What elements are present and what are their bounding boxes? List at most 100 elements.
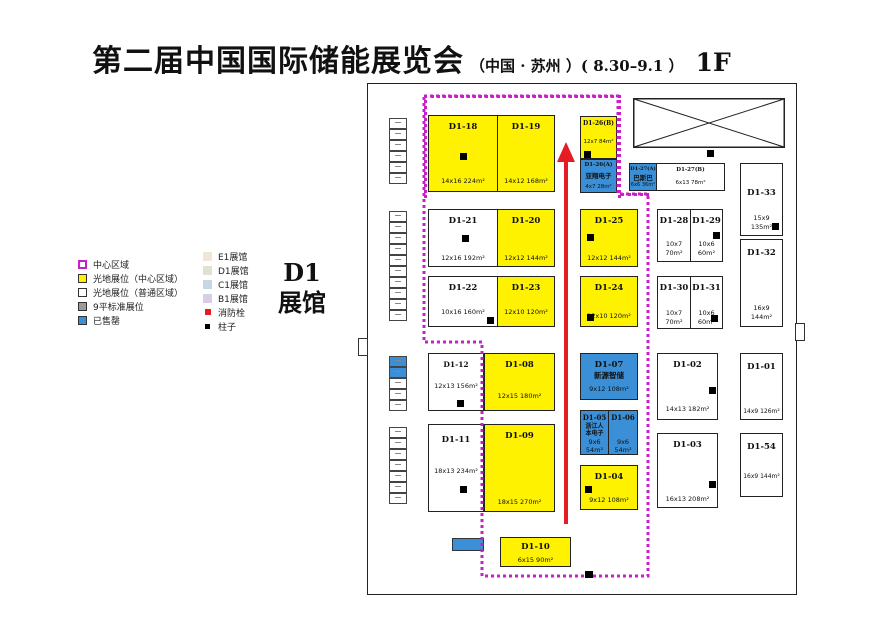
- standard-booth[interactable]: [389, 299, 407, 310]
- standard-booth[interactable]: [389, 460, 407, 471]
- standard-booth[interactable]: [389, 438, 407, 449]
- standard-booth-sold[interactable]: [389, 356, 407, 367]
- standard-booth[interactable]: [389, 129, 407, 140]
- booth-d1-54[interactable]: D1-54 16x9 144m²: [740, 433, 783, 497]
- booth-d1-09[interactable]: D1-09 18x15 270m²: [484, 424, 555, 512]
- pillar-icon: [457, 400, 464, 407]
- booth-d1-23[interactable]: D1-23 12x10 120m²: [497, 276, 555, 327]
- b1-swatch-icon: [203, 293, 212, 303]
- booth-size-area: 70m²: [665, 318, 683, 326]
- booth-d1-08[interactable]: D1-08 12x15 180m²: [484, 353, 555, 411]
- booth-d1-07[interactable]: D1-07 新源智储 9x12 108m²: [580, 353, 638, 400]
- standard-booth[interactable]: [389, 140, 407, 151]
- standard-booth[interactable]: [389, 233, 407, 244]
- booth-d1-06[interactable]: D1-06 9x6 54m²: [608, 410, 638, 455]
- booth-d1-20[interactable]: D1-20 12x12 144m²: [497, 209, 555, 267]
- standard-booth[interactable]: [389, 211, 407, 222]
- booth-company: 巴斯巴: [633, 174, 653, 182]
- legend-item: D1展馆: [203, 263, 249, 277]
- booth-id: D1-10: [521, 542, 550, 552]
- standard-booth[interactable]: [389, 266, 407, 277]
- grey-swatch-icon: [78, 301, 87, 311]
- standard-booth[interactable]: [389, 118, 407, 129]
- booth-id: D1-29: [692, 216, 721, 226]
- hall-label: D1 展馆: [278, 258, 326, 318]
- booth-size: 14x12 168m²: [504, 177, 548, 185]
- booth-size: 6x13 78m²: [675, 180, 706, 186]
- legend-label: 光地展位（中心区域）: [93, 274, 184, 285]
- standard-booth[interactable]: [389, 255, 407, 266]
- standard-booth[interactable]: [389, 471, 407, 482]
- standard-booth[interactable]: [389, 310, 407, 321]
- booth-d1-29[interactable]: D1-29 10x6 60m²: [690, 209, 723, 262]
- booth-d1-31[interactable]: D1-31 10x6 60m²: [690, 276, 723, 329]
- standard-booth[interactable]: [389, 482, 407, 493]
- standard-booth[interactable]: [389, 389, 407, 400]
- title-floor: 1F: [695, 48, 731, 77]
- booth-d1-10[interactable]: D1-10 6x15 90m²: [500, 537, 571, 567]
- standard-booth[interactable]: [389, 244, 407, 255]
- legend-label: 已售罄: [93, 316, 121, 327]
- booth-d1-32[interactable]: D1-32 16x9 144m²: [740, 239, 783, 327]
- booth-id: D1-23: [511, 283, 541, 293]
- booth-d1-26b[interactable]: D1-26(B) 12x7 84m²: [580, 116, 617, 159]
- standard-booth[interactable]: [389, 277, 407, 288]
- standard-booth[interactable]: [389, 222, 407, 233]
- booth-d1-12[interactable]: D1-12 12x13 156m²: [428, 353, 484, 411]
- legend-item: 柱子: [203, 319, 249, 333]
- booth-d1-27b[interactable]: D1-27(B) 6x13 78m²: [656, 163, 725, 191]
- booth-d1-25[interactable]: D1-25 12x12 144m²: [580, 209, 638, 267]
- booth-size-area: 54m²: [585, 446, 604, 454]
- booth-id: D1-27(A): [630, 166, 656, 172]
- booth-d1-26a[interactable]: D1-26(A) 亚翔电子 4x7 28m²: [580, 159, 617, 193]
- main-aisle-arrow-icon: [557, 142, 575, 524]
- booth-d1-19[interactable]: D1-19 14x12 168m²: [497, 115, 555, 192]
- legend-label: D1展馆: [218, 266, 249, 277]
- booth-d1-01[interactable]: D1-01 14x9 126m²: [740, 353, 783, 420]
- booth-size-area: 135m²: [750, 223, 773, 231]
- booth-size: 12x12 144m²: [587, 254, 631, 262]
- legend-item: C1展馆: [203, 277, 249, 291]
- booth-size-dim: 15x9: [753, 214, 770, 222]
- booth-size: 14x9 126m²: [743, 408, 780, 415]
- booth-d1-02[interactable]: D1-02 14x13 182m²: [657, 353, 718, 420]
- standard-booth[interactable]: [389, 400, 407, 411]
- booth-d1-22[interactable]: D1-22 10x16 160m²: [428, 276, 498, 327]
- booth-d1-33[interactable]: D1-33 15x9 135m²: [740, 163, 783, 236]
- booth-d1-30[interactable]: D1-30 10x7 70m²: [657, 276, 691, 329]
- booth-d1-24[interactable]: D1-24 12x10 120m²: [580, 276, 638, 327]
- standard-booth[interactable]: [389, 378, 407, 389]
- standard-booth-sold[interactable]: [389, 367, 407, 378]
- booth-d1-18[interactable]: D1-18 14x16 224m²: [428, 115, 498, 192]
- booth-size: 12x16 192m²: [441, 254, 485, 262]
- booth-size: 16x13 208m²: [665, 495, 710, 503]
- booth-d1-28[interactable]: D1-28 10x7 70m²: [657, 209, 691, 262]
- booth-size: 14x16 224m²: [441, 177, 485, 185]
- standard-booth[interactable]: [389, 449, 407, 460]
- booth-size: 10x16 160m²: [441, 308, 485, 316]
- standard-booth[interactable]: [389, 288, 407, 299]
- standard-booth[interactable]: [389, 427, 407, 438]
- booth-id: D1-18: [448, 122, 478, 132]
- pillar-icon: [709, 387, 716, 394]
- standard-booth[interactable]: [389, 151, 407, 162]
- e1-swatch-icon: [203, 251, 212, 261]
- standard-booth[interactable]: [389, 173, 407, 184]
- fire-hydrant-icon: [205, 309, 211, 315]
- booth-d1-03[interactable]: D1-03 16x13 208m²: [657, 433, 718, 508]
- booth-size: 12x10 120m²: [587, 312, 631, 320]
- booth-d1-21[interactable]: D1-21 12x16 192m²: [428, 209, 498, 267]
- standard-booth[interactable]: [389, 162, 407, 173]
- booth-id: D1-32: [747, 248, 776, 258]
- booth-d1-27a[interactable]: D1-27(A) 巴斯巴 6x6 36m²: [629, 163, 657, 191]
- booth-d1-05[interactable]: D1-05 浙江人本电子 9x6 54m²: [580, 410, 609, 455]
- booth-size: 12x15 180m²: [497, 392, 542, 400]
- booth-id: D1-30: [659, 283, 689, 293]
- pillar-icon: [585, 486, 592, 493]
- booth-size-area: 144m²: [750, 313, 773, 321]
- booth-id: D1-25: [594, 216, 624, 226]
- booth-size-dim: 10x6: [698, 309, 715, 317]
- booth-d1-04[interactable]: D1-04 9x12 108m²: [580, 465, 638, 510]
- standard-booth[interactable]: [389, 493, 407, 504]
- pillar-icon: [462, 235, 469, 242]
